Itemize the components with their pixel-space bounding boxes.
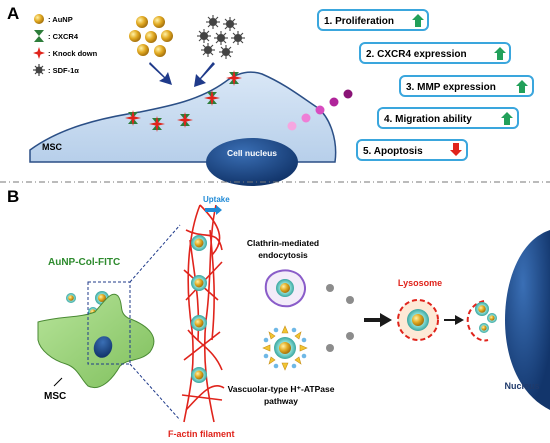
uptake-label: Uptake [203, 195, 230, 204]
membrane-receptors [125, 70, 242, 132]
panel-a-label: A [7, 4, 19, 23]
outcome-2-text: 2. CXCR4 expression [366, 49, 467, 60]
clathrin-vesicle [264, 269, 306, 308]
pathway-dots [326, 284, 354, 352]
outcome-5: 5. Apoptosis [356, 139, 468, 161]
f-actin-label: F-actin filament [168, 429, 235, 439]
aunp-cluster [129, 16, 173, 57]
arrow-up-icon [412, 14, 424, 27]
msc-pointer [53, 377, 63, 387]
msc-nucleus [93, 336, 113, 358]
atpase-label-1: Vascuolar-type H⁺-ATPase [228, 384, 335, 394]
outcome-1-text: 1. Proliferation [324, 16, 394, 27]
endocytosis-label-1: Clathrin-mediated [247, 238, 319, 248]
panel-b-label: B [7, 187, 19, 206]
legend-cxcr4: : CXCR4 [48, 32, 79, 41]
membrane-particles [191, 235, 207, 383]
cxcr4-legend-icon [34, 30, 44, 42]
nucleus-b [505, 230, 550, 410]
uptake-arrow-icon [205, 205, 222, 215]
outcome-4-text: 4. Migration ability [384, 114, 472, 125]
zoom-line-bottom [129, 363, 181, 421]
lysosome-label: Lysosome [398, 278, 442, 288]
atpase-label-2: pathway [264, 396, 298, 406]
legend: : AuNP : CXCR4 : Knock down : SDF-1α [33, 14, 98, 76]
outcome-1: 1. Proliferation [317, 9, 429, 31]
msc-label-a: MSC [42, 142, 63, 152]
sdf-cluster [197, 15, 245, 59]
nucleus-label-b: Nucleus [504, 381, 539, 391]
entry-arrows [149, 62, 215, 87]
cell-nucleus-label: Cell nucleus [227, 148, 277, 158]
knockdown-legend-icon [33, 47, 45, 59]
outcome-3-text: 3. MMP expression [406, 82, 496, 93]
endocytosis-label-2: endocytosis [258, 250, 308, 260]
legend-aunp: : AuNP [48, 15, 73, 24]
outcome-5-text: 5. Apoptosis [363, 146, 423, 157]
outcome-4: 4. Migration ability [377, 107, 519, 129]
particle-label: AuNP-Col-FITC [48, 257, 120, 268]
outcome-3: 3. MMP expression [399, 75, 534, 97]
to-lysosome-arrow-icon [364, 313, 392, 327]
atpase-vesicle [262, 325, 308, 371]
sdf-legend-icon [33, 64, 45, 76]
signal-dots [287, 89, 353, 131]
outcome-list: 1. Proliferation 2. CXCR4 expression 3. … [317, 9, 534, 161]
zoom-box [87, 281, 131, 365]
legend-sdf: : SDF-1α [48, 66, 79, 75]
aunp-legend-icon [34, 14, 44, 24]
arrow-up-icon [494, 47, 506, 60]
lysosome-release [466, 300, 497, 342]
to-release-arrow-icon [444, 315, 464, 325]
zoom-line-top [129, 224, 181, 283]
outcome-2: 2. CXCR4 expression [359, 42, 511, 64]
msc-cell-b [37, 293, 155, 388]
msc-label-b: MSC [44, 391, 66, 402]
legend-knockdown: : Knock down [48, 49, 98, 58]
lysosome [397, 299, 439, 341]
cell-nucleus [206, 138, 298, 186]
f-actin-web [181, 204, 225, 423]
arrow-up-icon [516, 80, 528, 93]
arrow-down-icon [450, 143, 462, 156]
arrow-up-icon [501, 112, 513, 125]
